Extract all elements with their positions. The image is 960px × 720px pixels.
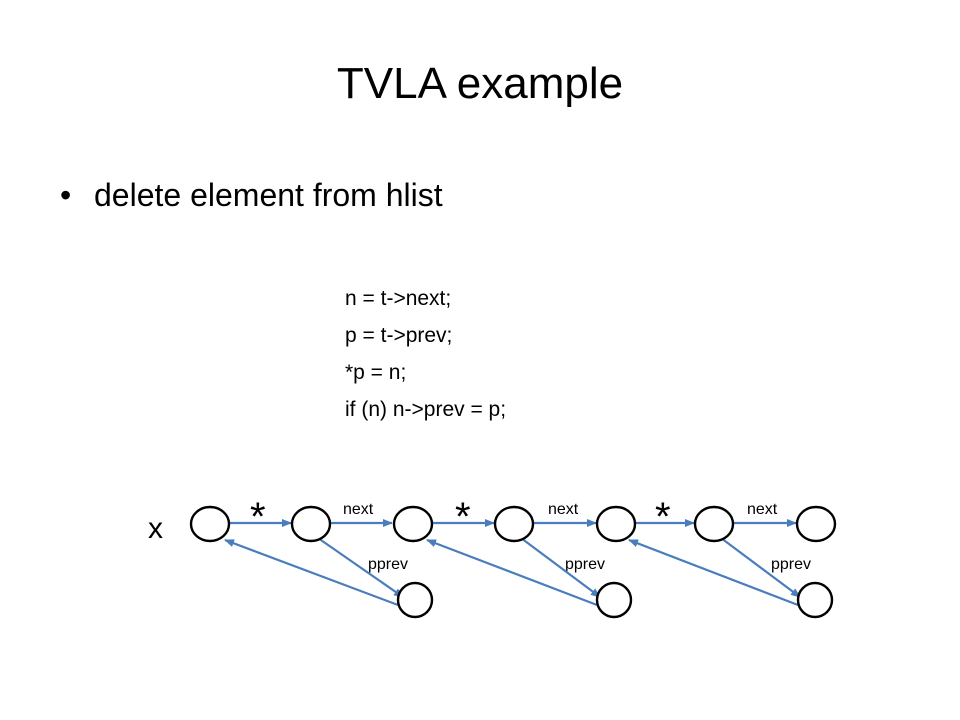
list-node <box>290 505 332 543</box>
summary-marker: * <box>250 495 266 539</box>
pprev-label: pprev <box>771 556 811 573</box>
pprev-edge <box>628 538 799 607</box>
next-label: next <box>343 501 374 518</box>
list-node <box>595 505 637 543</box>
summary-marker: * <box>655 495 671 539</box>
code-line: if (n) n->prev = p; <box>345 398 507 421</box>
pprev-node <box>796 581 834 619</box>
summary-edge <box>317 537 404 598</box>
slide-title: TVLA example <box>336 59 624 108</box>
list-node <box>392 505 434 543</box>
code-line: n = t->next; <box>345 287 452 310</box>
next-label: next <box>747 501 778 518</box>
pprev-node <box>396 581 434 619</box>
bullet-text: delete element from hlist <box>94 177 443 213</box>
pprev-label: pprev <box>368 556 408 573</box>
summary-edge <box>720 537 801 598</box>
pprev-edge <box>426 538 598 607</box>
list-node <box>189 505 231 543</box>
summary-marker: * <box>455 495 471 539</box>
variable-label-x: x <box>148 512 163 545</box>
code-block: n = t->next; p = t->prev; *p = n; if (n)… <box>345 280 506 428</box>
code-line: p = t->prev; <box>345 324 453 347</box>
pprev-edge <box>224 538 399 607</box>
next-label: next <box>548 501 579 518</box>
code-line: *p = n; <box>345 361 407 384</box>
pprev-label: pprev <box>565 556 605 573</box>
list-node <box>693 505 735 543</box>
list-node <box>493 505 535 543</box>
bullet-dot-icon: • <box>60 177 72 213</box>
bullet-item: • delete element from hlist <box>60 176 443 214</box>
summary-edge <box>520 537 601 598</box>
bullet-list: • delete element from hlist <box>60 176 443 214</box>
pprev-node <box>595 581 633 619</box>
list-node <box>795 505 837 543</box>
